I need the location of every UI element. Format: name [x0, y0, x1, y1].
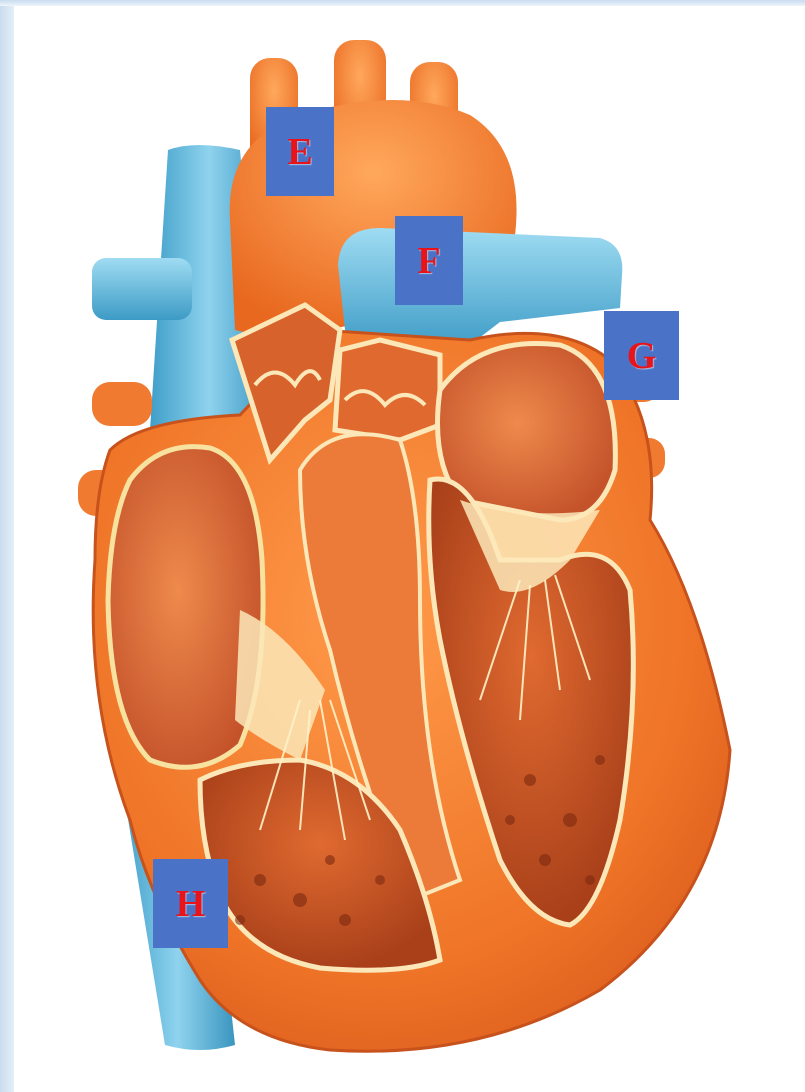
label-e: E [266, 107, 334, 196]
label-g: G [604, 311, 679, 400]
pulmonary-artery [338, 228, 622, 350]
label-f: F [395, 216, 463, 305]
label-h: H [153, 859, 228, 948]
pulmonary-valve [335, 340, 440, 440]
